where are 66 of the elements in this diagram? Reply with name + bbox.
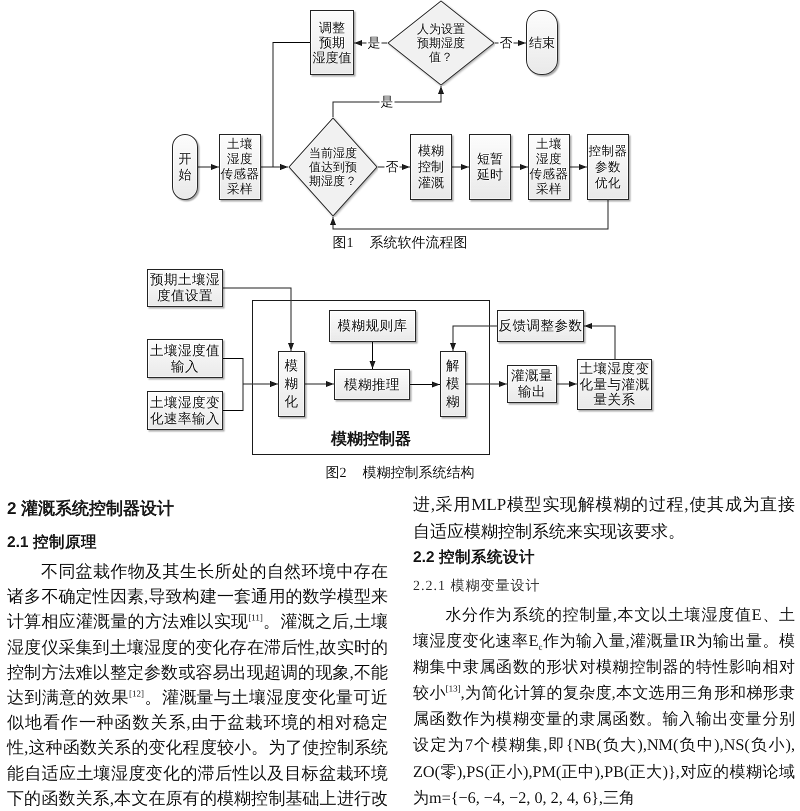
arrow bbox=[222, 288, 294, 352]
arrow bbox=[272, 42, 310, 170]
arrow bbox=[198, 164, 220, 170]
node-label: 控制器参数优化 bbox=[588, 143, 628, 191]
arrow bbox=[378, 164, 410, 170]
process-box bbox=[278, 351, 305, 417]
arrow bbox=[332, 86, 444, 118]
node-label: 人为设置预期湿度值？ bbox=[417, 22, 465, 64]
node-label: 模糊规则库 bbox=[338, 318, 408, 334]
subsection-heading: 2.2 控制系统设计 bbox=[413, 549, 535, 567]
arrow bbox=[584, 323, 616, 360]
arrow bbox=[222, 381, 278, 411]
figure-caption: 图1 系统软件流程图 bbox=[332, 236, 468, 252]
node-label: 结束 bbox=[529, 35, 555, 50]
arrow bbox=[510, 164, 528, 170]
terminal-shape bbox=[526, 10, 558, 75]
process-box bbox=[329, 310, 416, 342]
body-paragraph: 水分作为系统的控制量,本文以土壤湿度值E、土壤湿度变化速率E$_{c}$作为输入量,灌溉量IR为输出量。模糊集中隶属函数的形状对模糊控制器的特性影响相对较小$^{[13]}$,为简化计算的复杂度,本文选用三角形和梯形隶属函数作为模糊变量的隶属函数。输入输出变量分别设定为7个模糊集,即{NB(负大),NM(负中),NS(负小), ZO(零),PS(正小),PM(正中),PB(正大)},对应的模糊论域为m={−6, −4, −2, 0, 2, 4, 6},三角 bbox=[413, 605, 795, 809]
process-box bbox=[334, 369, 410, 400]
subsection-heading: 2.1 控制原理 bbox=[7, 534, 97, 552]
node-label: 调整预期湿度值 bbox=[312, 20, 352, 65]
node-label: 模糊推理 bbox=[344, 376, 400, 392]
decision-diamond bbox=[387, 0, 495, 86]
node-label: 短暂延时 bbox=[477, 151, 503, 183]
section-heading: 2 灌溉系统控制器设计 bbox=[7, 499, 174, 519]
edge-label: 否 bbox=[498, 36, 514, 50]
figure-caption: 图2 模糊控制系统结构 bbox=[325, 466, 475, 482]
node-label: 土壤湿度值输入 bbox=[150, 342, 220, 374]
arrow bbox=[556, 381, 578, 387]
node-label: 预期土壤湿度值设置 bbox=[150, 272, 220, 304]
node-label: 土壤湿度变化量与灌溉量关系 bbox=[580, 361, 650, 408]
arrow bbox=[410, 382, 440, 388]
node-label: 土壤湿度变化速率输入 bbox=[150, 394, 220, 426]
terminal-shape bbox=[172, 134, 198, 200]
subsubsection-heading: 2.2.1 模糊变量设计 bbox=[413, 578, 540, 595]
arrow bbox=[452, 164, 470, 170]
node-label: 开始 bbox=[178, 151, 192, 183]
node-label: 土壤湿度传感器采样 bbox=[220, 137, 260, 197]
arrow bbox=[450, 326, 498, 352]
process-box bbox=[497, 310, 584, 342]
process-box bbox=[410, 134, 452, 200]
arrow bbox=[304, 381, 334, 387]
arrow bbox=[494, 40, 526, 46]
process-box bbox=[469, 134, 511, 200]
body-paragraph: 不同盆栽作物及其生长所处的自然环境中存在诸多不确定性因素,导致构建一套通用的数学模型来计算相应灌溉量的方法难以实现$^{[11]}$。灌溉之后,土壤湿度仪采集到土壤湿度的变化存在滞后性,故实时的控制方法难以整定参数或容易出现超调的现象,不能达到满意的效果$^{[12]}$。灌溉量与土壤湿度变化量可近似地看作一种函数关系,由于盆栽环境的相对稳定性,这种函数关系的变化程度较小。为了使控制系统能自适应土壤湿度变化的滞后性以及目标盆栽环境下的函数关系,本文在原有的模糊控制基础上进行改 bbox=[7, 561, 388, 810]
node-label: 当前湿度值达到预期湿度？ bbox=[309, 146, 357, 188]
arrow bbox=[330, 200, 608, 230]
frame-title: 模糊控制器 bbox=[331, 431, 411, 449]
controller-frame bbox=[252, 300, 490, 455]
process-box bbox=[587, 134, 629, 200]
arrow bbox=[570, 164, 588, 170]
node-label: 灌溉量输出 bbox=[511, 368, 553, 400]
node-label: 解模糊 bbox=[446, 357, 460, 411]
edge-label: 是 bbox=[380, 95, 394, 109]
process-box bbox=[440, 351, 466, 417]
node-label: 模糊化 bbox=[284, 357, 298, 411]
node-label: 反馈调整参数 bbox=[498, 318, 582, 334]
arrow bbox=[466, 381, 508, 387]
body-paragraph: 进,采用MLP模型实现解模糊的过程,使其成为直接自适应模糊控制系统来实现该要求。 bbox=[413, 494, 795, 542]
node-label: 土壤湿度传感器采样 bbox=[530, 137, 568, 197]
edge-label: 否 bbox=[384, 160, 400, 174]
arrow bbox=[370, 342, 376, 370]
edge-label: 是 bbox=[366, 36, 382, 50]
process-box bbox=[310, 10, 354, 75]
node-label: 模糊控制灌溉 bbox=[418, 143, 444, 191]
decision-diamond bbox=[288, 117, 378, 217]
